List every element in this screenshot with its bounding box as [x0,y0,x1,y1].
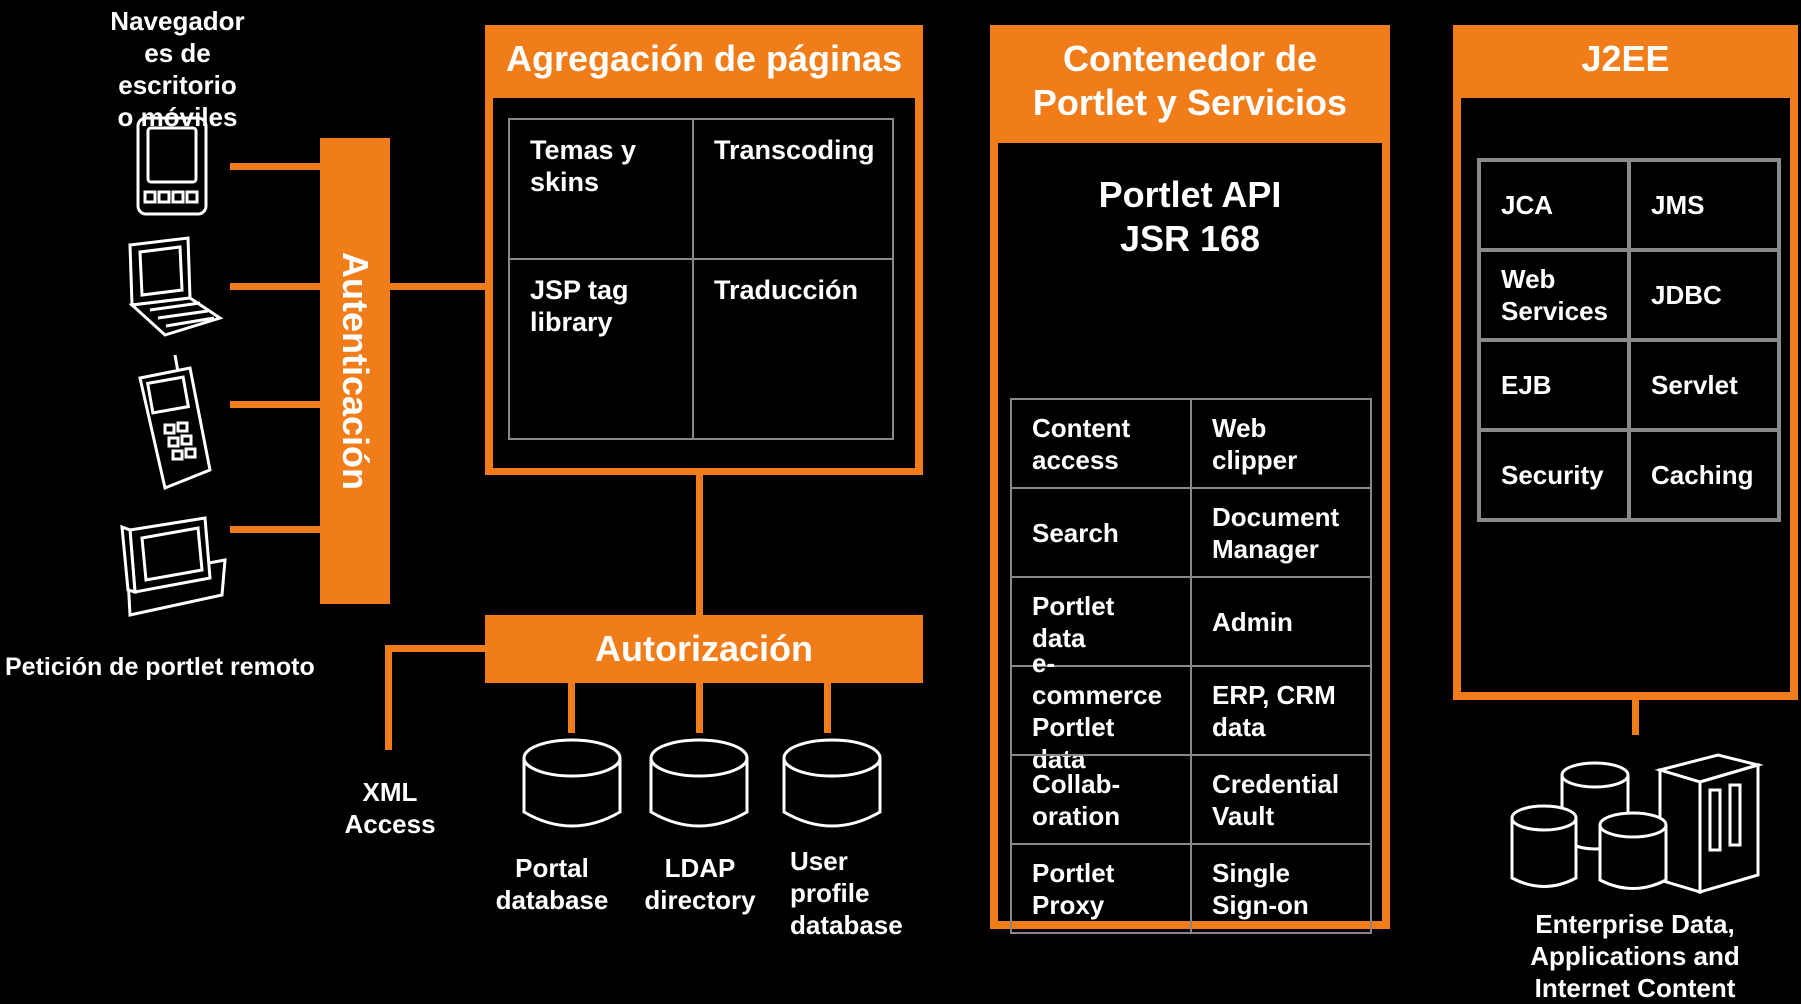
connector-line [385,645,485,652]
j2ee-service-cell: Security [1477,428,1631,522]
connector-line [230,163,320,170]
database-icon [782,738,882,828]
portlet-service-cell: Credential Vault [1190,754,1372,845]
j2ee-title: J2EE [1581,38,1670,79]
enterprise-content-caption: Enterprise Data, Applications and Intern… [1530,909,1740,1003]
page-aggregation-box: Agregación de páginas Temas y skins Tran… [485,25,923,475]
portlet-service-cell: Portlet Proxy [1010,843,1192,934]
authorization-bar: Autorización [485,615,923,683]
portlet-service-cell: e-commerce Portlet data [1010,648,1192,774]
portal-database-label: Portal database [495,853,609,915]
pda-icon [136,116,208,216]
page-aggregation-title: Agregación de páginas [505,38,903,79]
connector-line [568,683,575,733]
portlet-service-cell: Single Sign-on [1190,843,1372,934]
j2ee-service-cell: JMS [1627,158,1781,252]
aggregation-cell: JSP tag library [508,258,694,440]
portlet-service-cell: Content access [1010,398,1192,489]
desktop-computer-icon [120,516,227,617]
portlet-api-label: Portlet API JSR 168 [1098,174,1282,259]
j2ee-service-cell: Servlet [1627,338,1781,432]
page-aggregation-panel: Temas y skins Transcoding JSP tag librar… [493,98,915,468]
connector-line [230,283,320,290]
portlet-service-cell: Document Manager [1190,487,1372,578]
portlet-container-title: Contenedor de Portlet y Servicios [1032,38,1348,123]
j2ee-service-cell: JCA [1477,158,1631,252]
connector-line [824,683,831,733]
devices-label: Navegador es de escritorio o móviles [110,6,245,132]
mobile-phone-icon [138,354,212,491]
xml-access-label: XML Access [344,777,436,839]
j2ee-service-cell: Web Services [1477,248,1631,342]
remote-portlet-label: Petición de portlet remoto [5,653,315,681]
connector-line [230,401,320,408]
portlet-container-box: Contenedor de Portlet y Servicios Portle… [990,25,1390,934]
ldap-directory-label: LDAP directory [644,853,756,915]
j2ee-service-cell: EJB [1477,338,1631,432]
database-icon [522,738,622,828]
authentication-label: Autenticación [335,251,376,491]
portlet-service-cell: Admin [1190,576,1372,667]
authorization-title: Autorización [594,628,813,669]
connector-line [696,475,703,615]
aggregation-cell: Temas y skins [508,118,694,260]
database-icon [1598,811,1668,890]
portlet-service-cell: Search [1010,487,1192,578]
connector-line [385,645,392,750]
laptop-icon [128,236,224,337]
portlet-service-cell: Collab- oration [1010,754,1192,845]
portlet-service-cell: ERP, CRM data [1190,665,1372,756]
aggregation-cell: Transcoding [692,118,894,260]
connector-line [230,526,320,533]
server-tower-icon [1654,753,1764,895]
aggregation-cell: Traducción [692,258,894,440]
user-profile-database-label: User profile database [790,846,903,940]
database-icon [1510,804,1578,888]
j2ee-service-cell: JDBC [1627,248,1781,342]
connector-line [1632,700,1639,735]
portlet-service-cell: Web clipper [1190,398,1372,489]
authentication-bar: Autenticación [320,138,390,604]
database-icon [649,738,749,828]
connector-line [390,283,485,290]
connector-line [696,683,703,733]
j2ee-service-cell: Caching [1627,428,1781,522]
